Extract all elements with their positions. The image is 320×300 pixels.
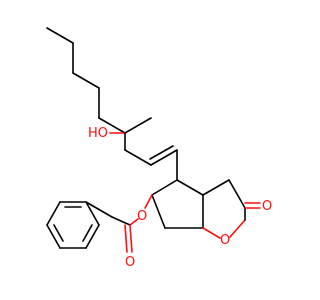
ring-oxygen-label: O [220, 233, 230, 248]
ester-oxygen-label: O [137, 209, 147, 224]
vinyl-double-bond [149, 145, 178, 181]
structure-diagram: HO O O O O [46, 27, 272, 270]
carbinol-center [109, 117, 152, 166]
benzoate-ester-linkage [111, 194, 153, 253]
benzene-ring [46, 201, 113, 249]
benzoate-carbonyl-oxygen-label: O [125, 255, 135, 270]
lactone-carbonyl-oxygen-label: O [262, 199, 272, 214]
bicyclic-lactone-core [151, 179, 261, 239]
pentyl-chain [46, 27, 126, 134]
hydroxyl-label: HO [88, 126, 108, 141]
